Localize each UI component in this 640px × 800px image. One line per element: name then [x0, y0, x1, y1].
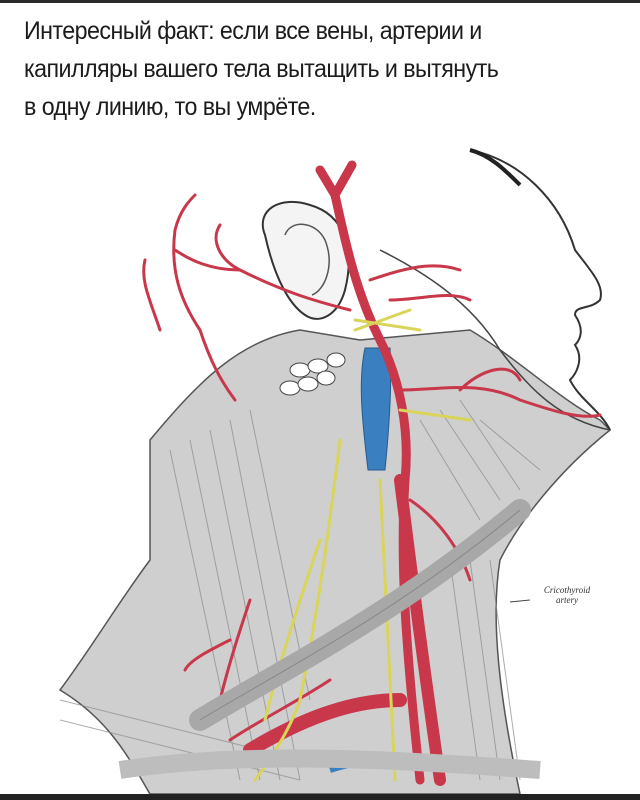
label-line-1: Cricothyroid: [543, 585, 591, 595]
caption-line-3: в одну линию, то вы умрёте.: [24, 93, 316, 121]
anatomy-illustration: Cricothyroid artery: [0, 130, 640, 795]
caption-line-1: Интересный факт: если все вены, артерии …: [24, 17, 482, 45]
meme-caption: Интересный факт: если все вены, артерии …: [24, 12, 582, 126]
label-line-2: artery: [556, 595, 578, 605]
top-border: [0, 0, 640, 3]
neck-anatomy-drawing: [58, 148, 612, 795]
caption-line-2: капилляры вашего тела вытащить и вытянут…: [24, 55, 499, 83]
cricothyroid-artery-label: Cricothyroid artery: [532, 585, 602, 605]
bottom-border: [0, 794, 640, 800]
